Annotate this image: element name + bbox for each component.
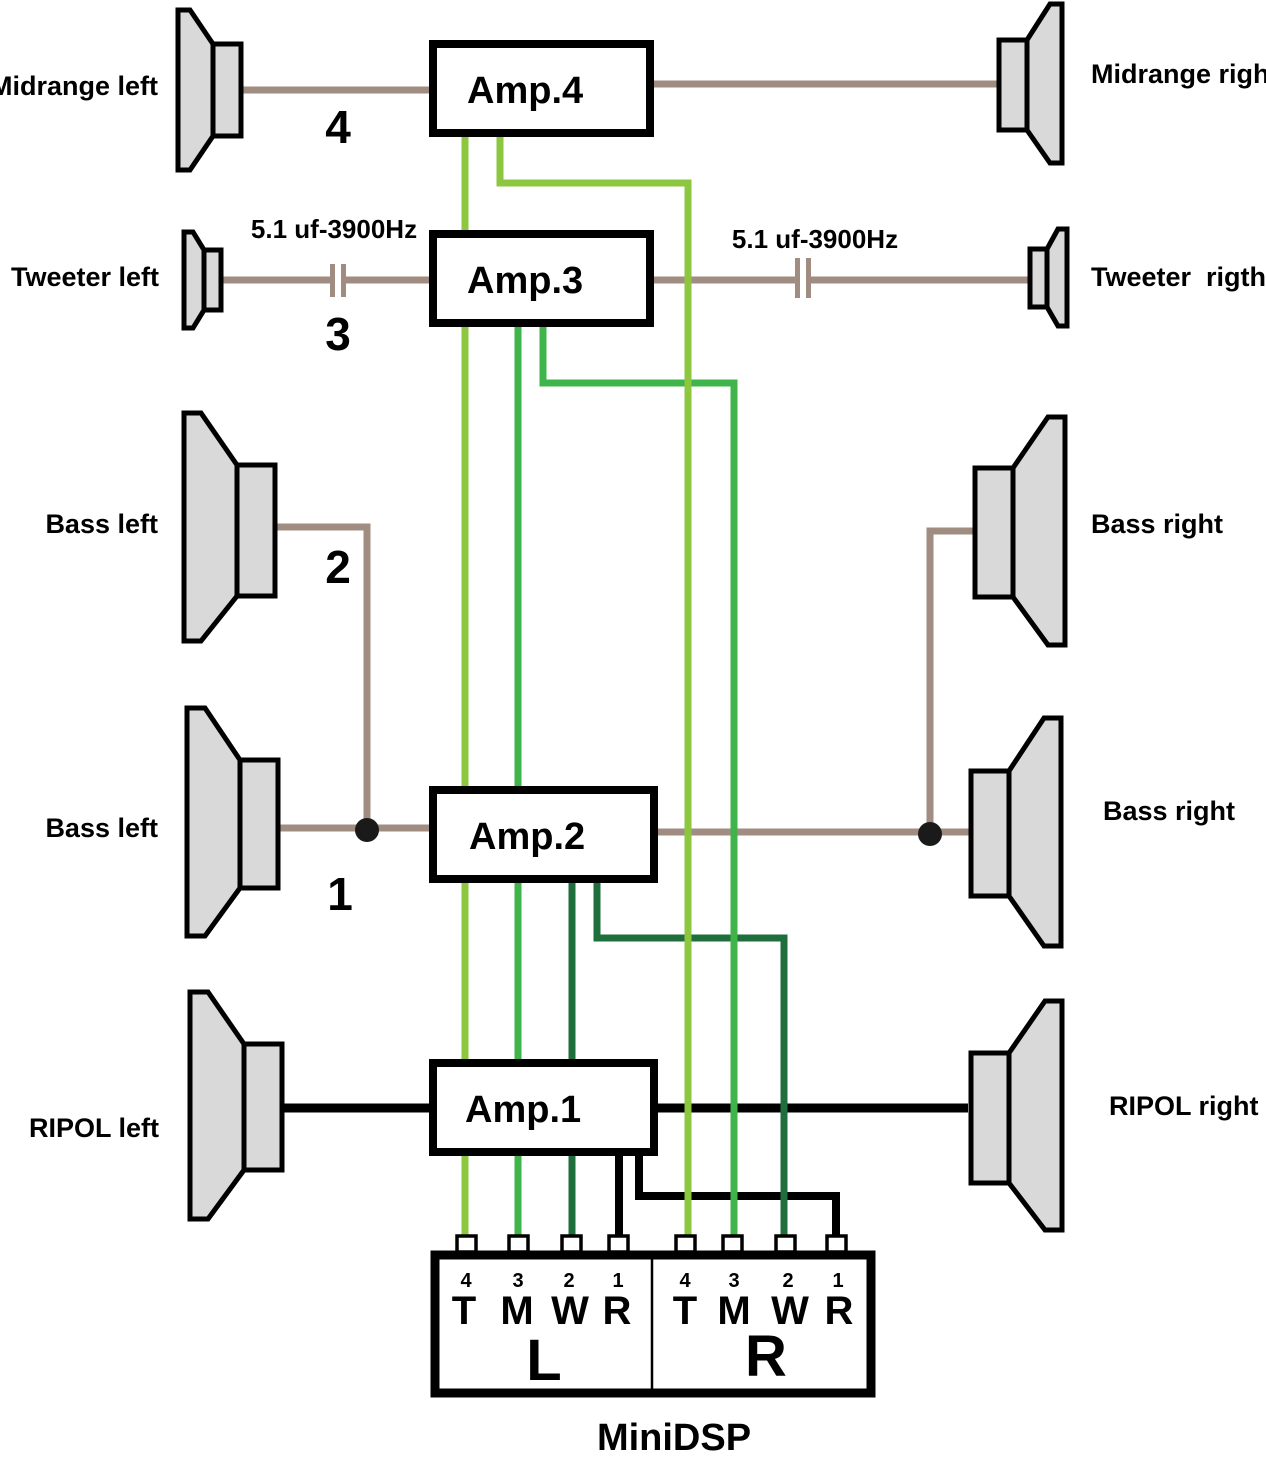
capacitor-right-label: 5.1 uf-3900Hz <box>732 224 898 254</box>
speaker-midrange-left <box>175 7 244 173</box>
port-left-1 <box>607 1234 630 1254</box>
port-right-4 <box>674 1234 697 1254</box>
port-left-2-letter: W <box>551 1289 589 1333</box>
label-bass-right-lower: Bass right <box>1103 796 1235 826</box>
port-right-4-num: 4 <box>679 1270 691 1292</box>
port-right-3-letter: M <box>717 1289 750 1333</box>
port-left-4 <box>455 1234 478 1254</box>
channel-number-bass-upper: 2 <box>325 541 351 593</box>
capacitor-left <box>330 264 346 297</box>
amp-4-label: Amp.4 <box>467 70 583 112</box>
capacitor-left-label: 5.1 uf-3900Hz <box>251 214 417 244</box>
port-left-1-letter: R <box>603 1289 632 1333</box>
junction-dot-left <box>355 818 379 842</box>
channel-number-bass-lower: 1 <box>327 868 353 920</box>
label-bass-right-upper: Bass right <box>1091 509 1223 539</box>
wire-bass-left-upper <box>276 523 371 830</box>
wire-midrange-signal-right <box>539 323 738 1238</box>
channel-number-tweeter: 3 <box>325 308 351 360</box>
label-tweeter-right: Tweeter rigth <box>1091 262 1266 292</box>
port-right-3-num: 3 <box>728 1270 739 1292</box>
port-left-2-num: 2 <box>563 1270 574 1292</box>
amp-4-box: Amp.4 <box>429 40 654 137</box>
speaker-bass-right-lower <box>968 715 1064 949</box>
wire-tweeter-signal-right <box>496 133 692 1238</box>
amp-2-box: Amp.2 <box>429 786 658 883</box>
port-right-1 <box>825 1234 848 1254</box>
port-right-4-letter: T <box>673 1289 697 1333</box>
amp-3-label: Amp.3 <box>467 260 583 302</box>
amp-3-box: Amp.3 <box>429 230 654 327</box>
junction-dot-right <box>918 822 942 846</box>
port-left-1-num: 1 <box>612 1270 623 1292</box>
speaker-bass-right-upper <box>972 414 1068 648</box>
minidsp-left-side-label: L <box>526 1328 561 1393</box>
label-bass-left-upper: Bass left <box>45 509 158 539</box>
amp-1-label: Amp.1 <box>465 1089 581 1131</box>
speaker-tweeter-left <box>181 229 224 331</box>
port-right-2-num: 2 <box>782 1270 793 1292</box>
port-left-3-letter: M <box>500 1289 533 1333</box>
speaker-ripol-left <box>187 989 285 1222</box>
port-right-2-letter: W <box>771 1289 809 1333</box>
speaker-midrange-right <box>996 1 1065 166</box>
label-tweeter-left: Tweeter left <box>11 262 159 292</box>
speaker-ripol-right <box>968 998 1065 1233</box>
port-right-1-letter: R <box>825 1289 854 1333</box>
speaker-bass-left-upper <box>181 410 278 644</box>
speaker-wires <box>222 80 1030 836</box>
port-left-4-letter: T <box>452 1289 476 1333</box>
channel-number-midrange: 4 <box>325 101 351 153</box>
minidsp-title: MiniDSP <box>597 1417 751 1459</box>
label-midrange-left: Midrange left <box>0 71 158 101</box>
port-left-2 <box>560 1234 583 1254</box>
amp-1-box: Amp.1 <box>429 1059 658 1156</box>
speaker-bass-left-lower <box>184 705 281 939</box>
port-left-3-num: 3 <box>512 1270 523 1292</box>
label-bass-left-lower: Bass left <box>45 813 158 843</box>
port-right-2 <box>774 1234 797 1254</box>
label-ripol-left: RIPOL left <box>29 1113 159 1143</box>
minidsp-right-side-label: R <box>745 1324 787 1389</box>
port-right-1-num: 1 <box>832 1270 843 1292</box>
wire-bass-right-upper <box>926 527 975 834</box>
minidsp-box: 4 3 2 1 T M W R 4 3 2 1 T M W R L R <box>430 1234 876 1398</box>
capacitor-right <box>795 258 811 298</box>
port-left-3 <box>507 1234 530 1254</box>
label-midrange-right: Midrange right <box>1091 59 1266 89</box>
port-left-4-num: 4 <box>460 1270 472 1292</box>
label-ripol-right: RIPOL right <box>1109 1091 1259 1121</box>
speaker-tweeter-right <box>1027 226 1070 329</box>
amp-2-label: Amp.2 <box>469 816 585 858</box>
port-right-3 <box>721 1234 744 1254</box>
